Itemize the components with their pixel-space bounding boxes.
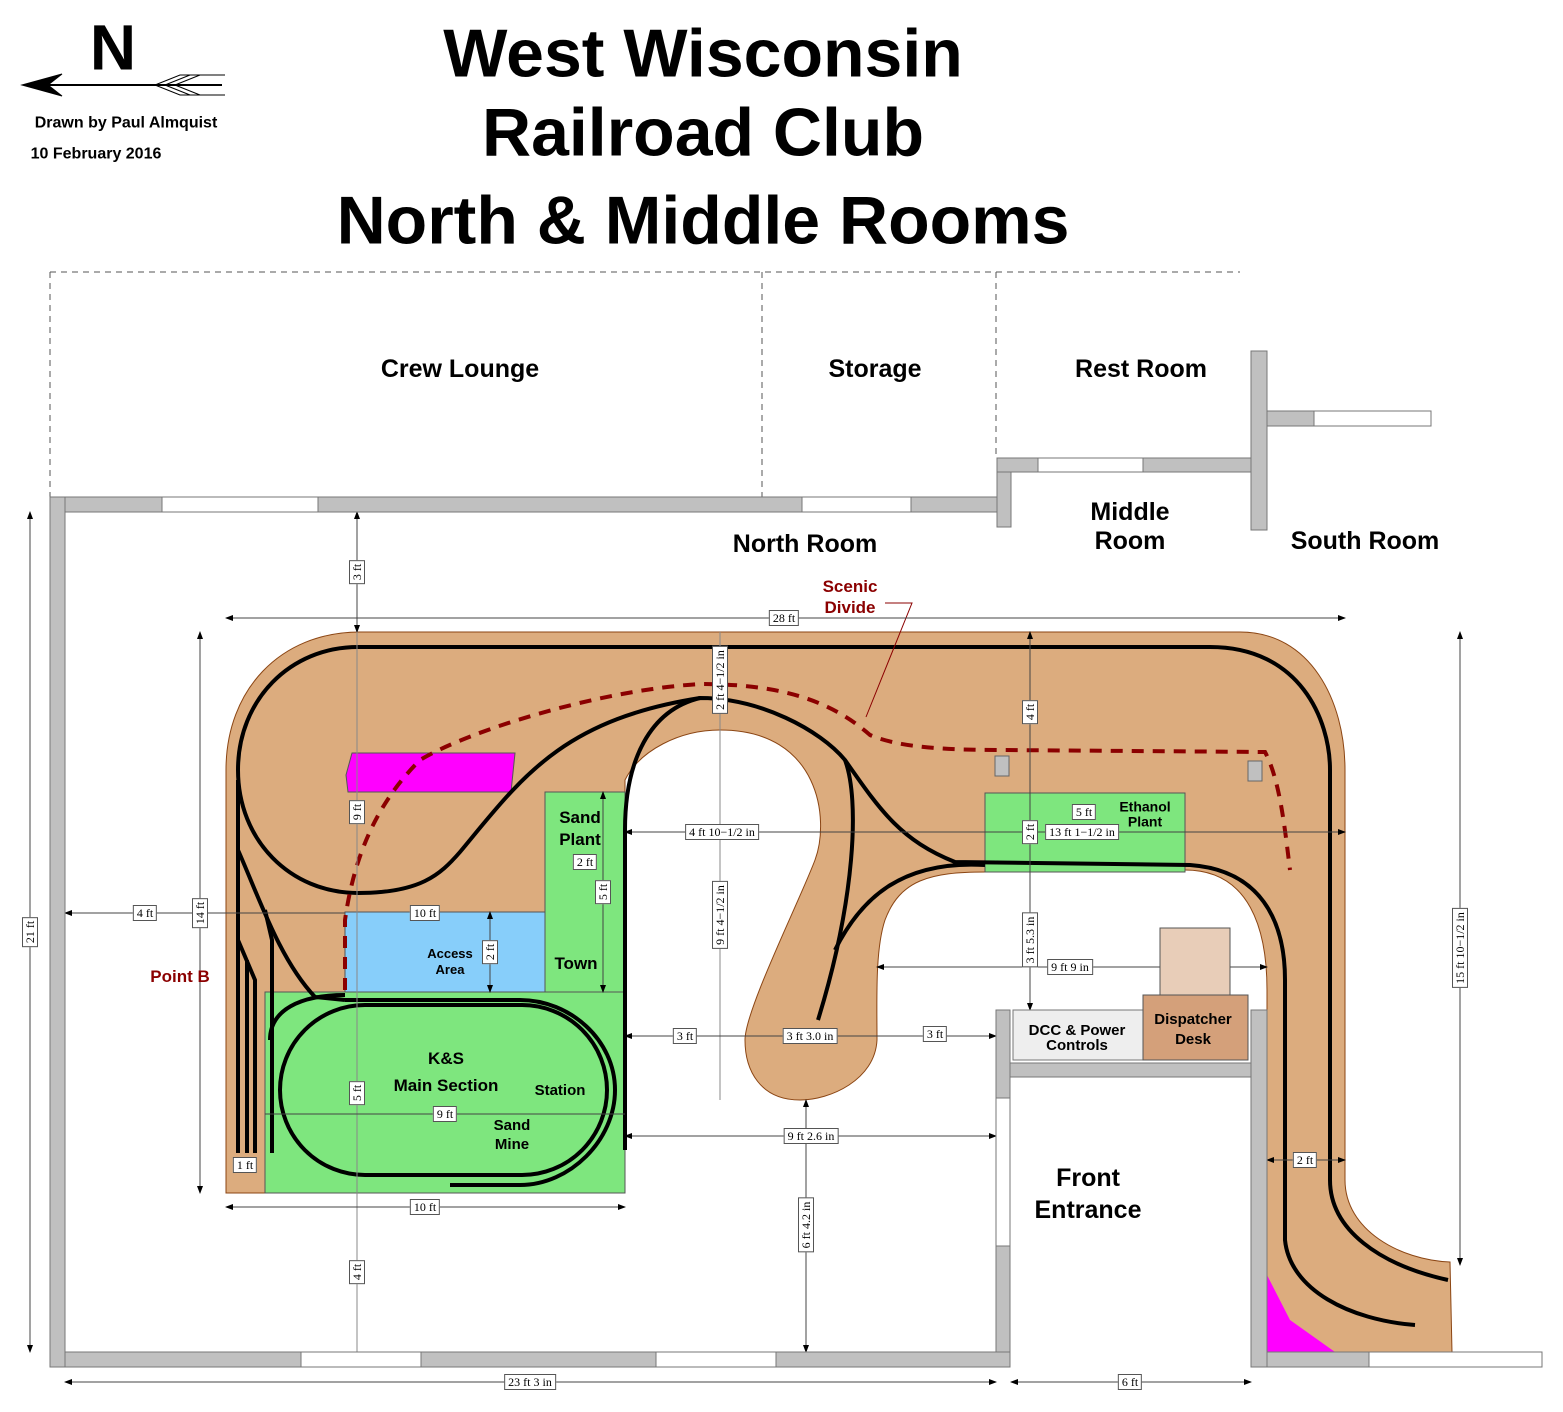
sand-plant-label-1: Sand [559,808,601,828]
room-crew-lounge: Crew Lounge [380,354,540,383]
dimension-label: 9 ft [349,799,365,825]
room-north: North Room [732,529,878,558]
upper-room-outlines [49,271,1240,497]
town-label: Town [554,954,598,974]
access-area-label-1: Access [427,946,473,962]
dimension-label: 10 ft [409,1199,441,1215]
dimension-label: 2 ft [1022,819,1038,845]
room-storage: Storage [828,354,922,383]
point-b-label: Point B [150,967,210,987]
dispatcher-desk [1142,994,1249,1061]
drawn-by: Drawn by Paul Almquist [34,114,218,132]
dimension-label: 2 ft 4−1/2 in [712,646,728,714]
dimension-label: 5 ft [595,879,611,905]
dimension-label: 2 ft [572,854,598,870]
dimension-label: 23 ft 3 in [504,1374,556,1390]
dispatcher-chair-area [1159,927,1231,996]
compass-label: N [89,11,137,84]
dimension-label: 10 ft [409,905,441,921]
scenic-divide-label-1: Scenic [822,577,878,597]
dimension-label: 4 ft [349,1259,365,1285]
column [1247,760,1263,782]
dimension-label: 1 ft [232,1157,258,1173]
dimension-label: 5 ft [349,1080,365,1106]
sand-mine-label-2: Mine [494,1136,530,1154]
ethanol-label-1: Ethanol [1119,798,1171,815]
ks-label-2: Main Section [393,1076,499,1096]
dimension-label: 9 ft 4−1/2 in [712,881,728,949]
walls [49,350,1543,1368]
dimension-label: 2 ft [482,939,498,965]
room-middle-2: Room [1094,526,1166,555]
ks-main-section [264,991,626,1194]
magenta-corner [1267,1275,1335,1352]
dimension-label: 13 ft 1−1/2 in [1045,824,1119,840]
dimension-label: 3 ft 3.0 in [782,1028,838,1044]
dimension-label: 6 ft 4.2 in [798,1197,814,1253]
dimension-label: 28 ft [768,610,800,626]
track [235,645,1449,1327]
scenic-divide-pointer [865,602,913,718]
title-line-1: West Wisconsin [443,15,963,92]
dcc-label-2: Controls [1046,1037,1108,1055]
ethanol-label-2: Plant [1127,813,1163,830]
dimension-label: 14 ft [192,897,208,929]
access-area-label-2: Area [435,962,465,978]
dimension-label: 4 ft [1022,699,1038,725]
sand-mine-label-1: Sand [493,1117,531,1135]
room-middle-1: Middle [1090,497,1170,526]
dimension-label: 6 ft [1117,1374,1143,1390]
desk-label-1: Dispatcher [1154,1011,1232,1029]
dimension-label: 3 ft 5.3 in [1022,912,1038,968]
station-label: Station [534,1082,586,1100]
date: 10 February 2016 [30,145,162,163]
dimension-label: 4 ft 10−1/2 in [685,824,759,840]
ks-label-1: K&S [428,1049,464,1069]
dcc-label-1: DCC & Power [1028,1022,1126,1040]
desk-label-2: Desk [1175,1031,1211,1049]
title-line-2: Railroad Club [481,94,925,171]
dimension-label: 4 ft [132,905,158,921]
magenta-structure [345,752,516,793]
access-area [344,911,546,993]
dimension-label: 5 ft [1071,804,1097,820]
dimension-label: 2 ft [1292,1152,1318,1168]
dimension-label: 9 ft 2.6 in [783,1128,839,1144]
dimension-label: 21 ft [22,916,38,948]
column [994,755,1010,777]
dimension-label: 3 ft [672,1028,698,1044]
scenic-divide-line [343,681,1292,990]
room-south: South Room [1290,526,1440,555]
dimension-label: 3 ft [922,1026,948,1042]
dimension-label: 3 ft [349,559,365,585]
dimension-label: 15 ft 10−1/2 in [1452,908,1468,988]
scenic-divide-label-2: Divide [824,598,876,618]
title-line-3: North & Middle Rooms [336,182,1070,259]
dimension-label: 9 ft 9 in [1047,959,1093,975]
room-rest-room: Rest Room [1075,354,1207,383]
sand-plant-label-2: Plant [559,830,601,850]
north-arrow-icon [20,73,225,97]
front-entrance-2: Entrance [1034,1195,1142,1224]
dimension-label: 9 ft [432,1106,458,1122]
front-entrance-1: Front [1056,1163,1120,1192]
